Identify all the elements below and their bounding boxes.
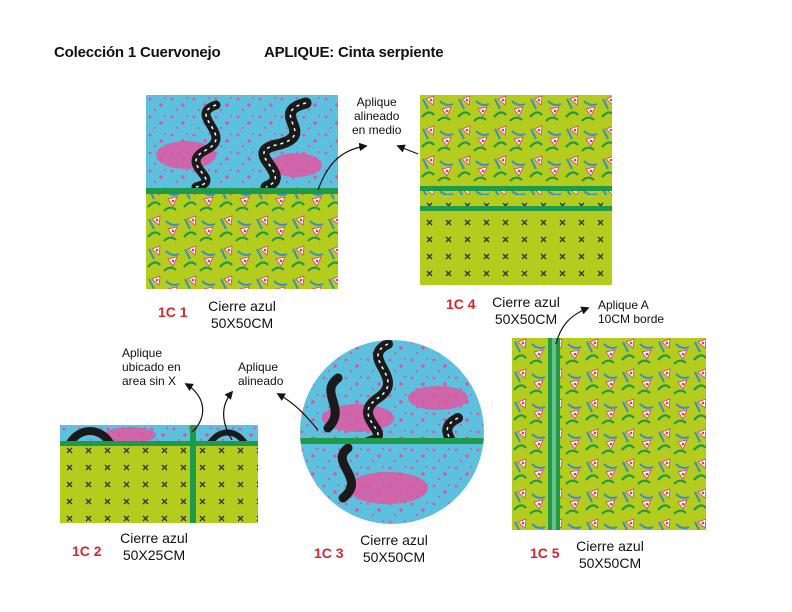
product-1c5-swatch [512,338,706,530]
applique-title: APLIQUE: Cinta serpiente [264,44,444,61]
product-1c1-label: Cierre azul 50X50CM [208,298,276,331]
product-1c3-label: Cierre azul 50X50CM [360,532,428,565]
note-border: Aplique A 10CM borde [598,298,665,326]
product-1c4-label: Cierre azul 50X50CM [492,294,560,327]
collection-title: Colección 1 Cuervonejo [54,44,221,61]
note-aligned-middle: Aplique alineado en medio [352,95,402,137]
product-1c5-code: 1C 5 [530,545,560,561]
product-1c4-code: 1C 4 [446,296,476,312]
product-1c1-code: 1C 1 [158,304,188,320]
product-1c2-swatch [60,425,258,523]
product-1c3-code: 1C 3 [314,545,344,561]
product-1c1-swatch [146,95,338,289]
product-1c4-swatch [420,95,612,285]
product-1c5-label: Cierre azul 50X50CM [576,538,644,571]
product-1c3-swatch [300,340,484,524]
product-1c2-label: Cierre azul 50X25CM [120,530,188,563]
note-area-without-x: Aplique ubicado en area sin X [122,346,181,388]
note-aligned: Aplique alineado [238,360,284,388]
product-1c2-code: 1C 2 [72,543,102,559]
